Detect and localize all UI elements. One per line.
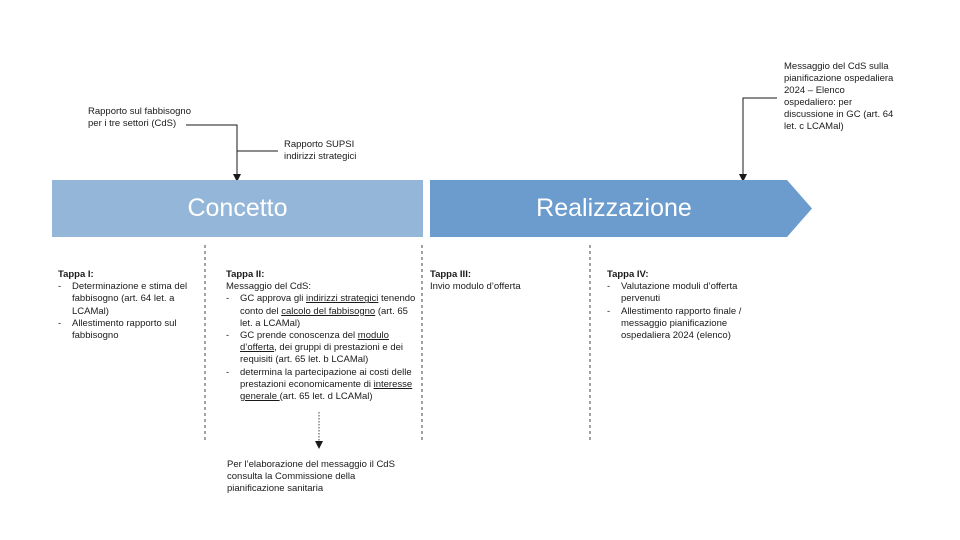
stage-4-list: Valutazione moduli d’offerta pervenuti A… [607, 281, 769, 342]
note-supsi-line-2: indirizzi strategici [284, 151, 357, 162]
item1-text-a: GC approva gli [240, 293, 307, 305]
stage-1-list: Determinazione e stima del fabbisogno (a… [58, 281, 198, 342]
stage-2-subtitle: Messaggio del CdS: [226, 281, 312, 293]
offer-form-term: modulo d’offerta [240, 330, 389, 354]
item3-text-c: (art. 65 let. d LCAMal) [279, 391, 373, 403]
note-needs-report: Rapporto sul fabbisogno per i tre settor… [88, 106, 228, 130]
note-msg-line-4: ospedaliero: per [784, 97, 853, 108]
stage-3: Tappa III: Invio modulo d’offerta [430, 269, 580, 293]
note-msg-line-1: Messaggio del CdS sulla [784, 61, 889, 72]
stage-2-item: GC approva gli indirizzi strategici tene… [226, 293, 416, 330]
note-msg-line-6: let. c LCAMal) [784, 121, 844, 132]
item3-text-a: determina la partecipazione ai costi del… [240, 366, 412, 390]
note-supsi-line-1: Rapporto SUPSI [284, 139, 355, 150]
note-needs-line-2: per i tre settori (CdS) [88, 118, 177, 129]
phase-realizzazione-label: Realizzazione [536, 194, 692, 222]
message-arrow [739, 97, 777, 182]
realizzazione-bar [430, 180, 812, 237]
stage-2: Tappa II: Messaggio del CdS: GC approva … [226, 269, 416, 403]
note-msg-line-5: discussione in GC (art. 64 [784, 109, 894, 120]
phase-concetto-label: Concetto [187, 194, 288, 222]
stage-1-title: Tappa I: [58, 269, 94, 280]
needs-calculation-term: calcolo del fabbisogno [281, 305, 376, 317]
stage-2-item: determina la partecipazione ai costi del… [226, 367, 416, 404]
item2-text-c: , dei gruppi di prestazioni e dei requis… [240, 342, 404, 366]
stage-4: Tappa IV: Valutazione moduli d’offerta p… [607, 269, 769, 342]
general-interest-term: interesse generale [240, 378, 413, 403]
stage-1-item: Allestimento rapporto sul fabbisogno [58, 318, 198, 342]
concetto-bar [52, 180, 423, 237]
stage-1-item: Determinazione e stima del fabbisogno (a… [58, 281, 198, 318]
stage-2-list: GC approva gli indirizzi strategici tene… [226, 293, 416, 403]
stage-3-title: Tappa III: [430, 269, 471, 280]
note-supsi-report: Rapporto SUPSI indirizzi strategici [284, 139, 404, 163]
item1-text-e: (art. 65 let. a LCAMal) [240, 305, 408, 329]
stage-4-title: Tappa IV: [607, 269, 649, 280]
bottom-note-line-3: pianificazione sanitaria [227, 483, 324, 494]
stage-1: Tappa I: Determinazione e stima del fabb… [58, 269, 198, 342]
stage-2-item: GC prende conoscenza del modulo d’offert… [226, 330, 416, 367]
item1-text-c: tenendo conto del [240, 293, 416, 317]
stage-2-title: Tappa II: [226, 269, 265, 280]
stage-4-item: Valutazione moduli d’offerta pervenuti [607, 281, 769, 305]
note-msg-line-3: 2024 – Elenco [784, 85, 845, 96]
strategic-guidelines-term: indirizzi strategici [306, 293, 379, 305]
bottom-note-line-2: consulta la Commissione della [227, 471, 356, 482]
note-msg-line-2: pianificazione ospedaliera [784, 73, 894, 84]
stage-3-text: Invio modulo d’offerta [430, 281, 521, 293]
bottom-note: Per l’elaborazione del messaggio il CdS … [227, 459, 427, 495]
bottom-note-line-1: Per l’elaborazione del messaggio il CdS [227, 459, 395, 470]
note-message-top-right: Messaggio del CdS sulla pianificazione o… [784, 61, 924, 133]
stage-4-item: Allestimento rapporto finale / messaggio… [607, 306, 769, 343]
item2-text-a: GC prende conoscenza del [240, 330, 358, 342]
needs-report-arrow [186, 124, 278, 182]
note-needs-line-1: Rapporto sul fabbisogno [88, 106, 191, 117]
